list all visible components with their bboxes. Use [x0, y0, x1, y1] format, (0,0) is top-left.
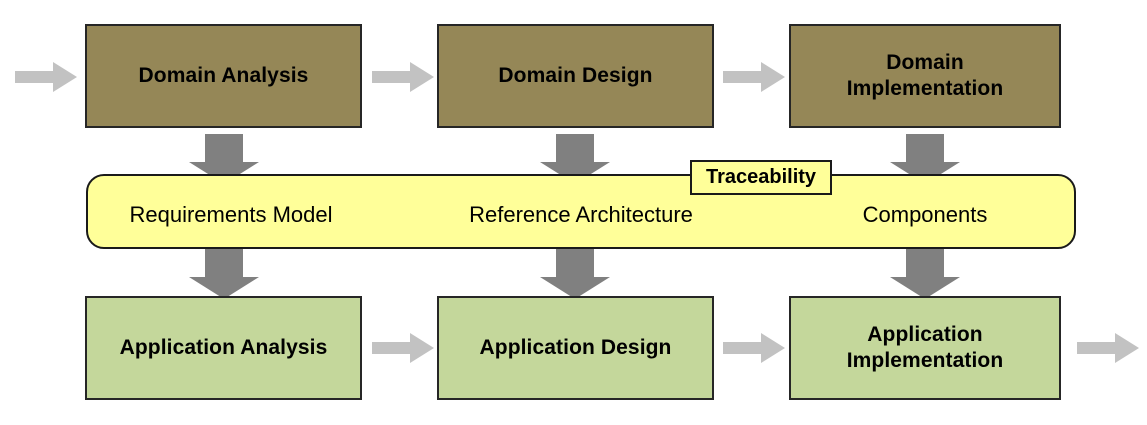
arrow-down-icon-domain-implementation-to-band — [890, 134, 960, 184]
arrow-right-icon-application-2-to-3 — [723, 333, 785, 363]
arrow-right-icon-application-1-to-2 — [372, 333, 434, 363]
artifact-label-reference-architecture: Reference Architecture — [434, 202, 728, 228]
process-box-label: Application Implementation — [846, 323, 1004, 372]
arrow-right-icon-domain-2-to-3 — [723, 62, 785, 92]
arrow-right-icon-domain-1-to-2 — [372, 62, 434, 92]
artifact-label-text: Components — [862, 202, 988, 227]
traceability-label: Traceability — [705, 166, 817, 188]
arrow-down-icon-domain-analysis-to-band — [189, 134, 259, 184]
arrow-right-icon-entry-domain — [15, 62, 77, 92]
process-box-domain-analysis[interactable]: Domain Analysis — [85, 24, 362, 128]
arrow-down-icon-band-to-application-design — [540, 249, 610, 299]
artifact-label-components: Components — [787, 202, 1063, 228]
process-box-application-implementation[interactable]: Application Implementation — [789, 296, 1061, 400]
process-box-label: Domain Design — [498, 64, 653, 88]
arrow-down-icon-domain-design-to-band — [540, 134, 610, 184]
process-box-label: Application Design — [479, 336, 672, 360]
process-box-domain-design[interactable]: Domain Design — [437, 24, 714, 128]
process-box-application-analysis[interactable]: Application Analysis — [85, 296, 362, 400]
artifact-label-text: Reference Architecture — [469, 202, 693, 227]
traceability-callout[interactable]: Traceability — [690, 160, 832, 195]
process-box-application-design[interactable]: Application Design — [437, 296, 714, 400]
process-box-label: Application Analysis — [119, 336, 328, 360]
process-box-label: Domain Implementation — [846, 51, 1004, 100]
process-box-domain-implementation[interactable]: Domain Implementation — [789, 24, 1061, 128]
arrow-down-icon-band-to-application-analysis — [189, 249, 259, 299]
artifact-band — [86, 174, 1076, 249]
arrow-down-icon-band-to-application-implementation — [890, 249, 960, 299]
artifact-label-requirements-model: Requirements Model — [86, 202, 376, 228]
artifact-label-text: Requirements Model — [129, 202, 333, 227]
process-box-label: Domain Analysis — [138, 64, 309, 88]
arrow-right-icon-exit-application — [1077, 333, 1139, 363]
